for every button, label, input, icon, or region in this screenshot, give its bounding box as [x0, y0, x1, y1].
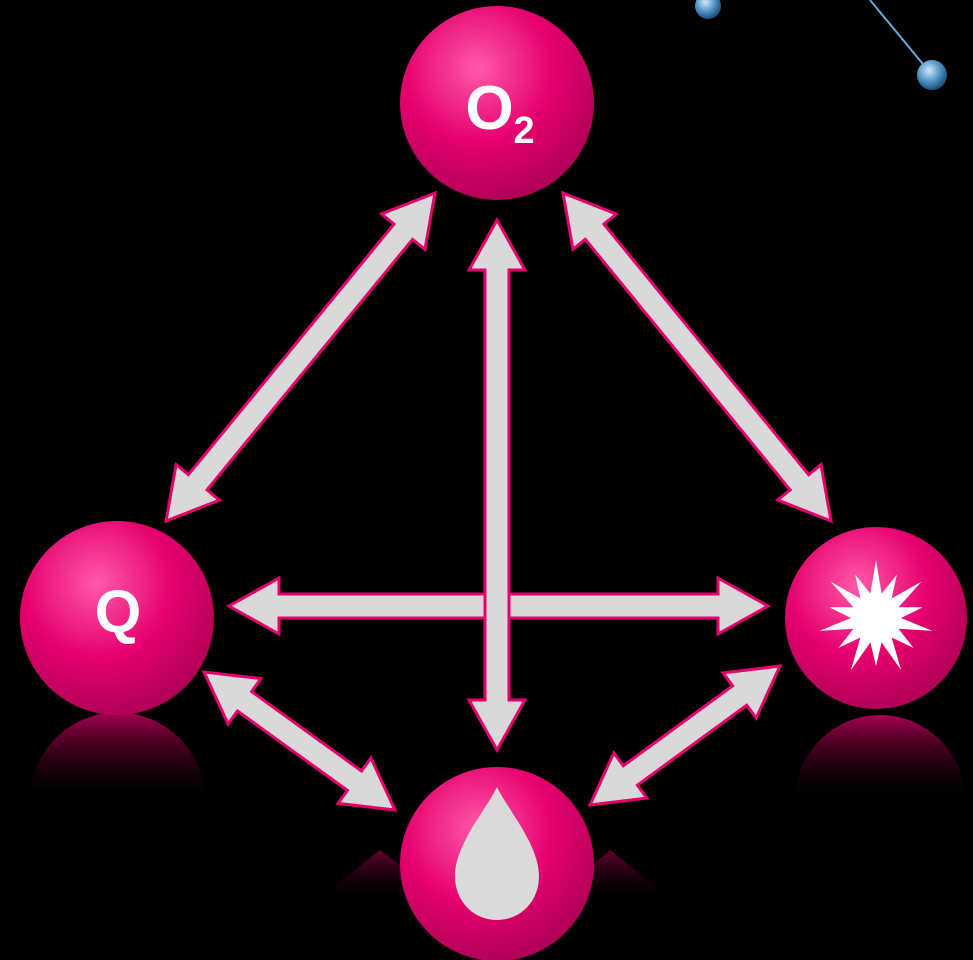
molecule-atom: [917, 60, 947, 90]
oxygen-node: [400, 6, 594, 200]
ignition-node-reflection: [795, 715, 965, 805]
arrows-layer: [166, 193, 831, 810]
arrow-oxygen-fuel: [469, 220, 525, 750]
arrow-ignition-fuel: [590, 666, 780, 805]
heat-node-reflection: [30, 712, 205, 805]
arrow-oxygen-ignition: [563, 193, 831, 521]
heat-node: [20, 521, 214, 715]
arrow-oxygen-heat: [166, 193, 435, 521]
molecule-atom: [695, 0, 721, 19]
arrow-heat-fuel: [204, 672, 395, 810]
molecule-decoration: [695, 0, 947, 90]
